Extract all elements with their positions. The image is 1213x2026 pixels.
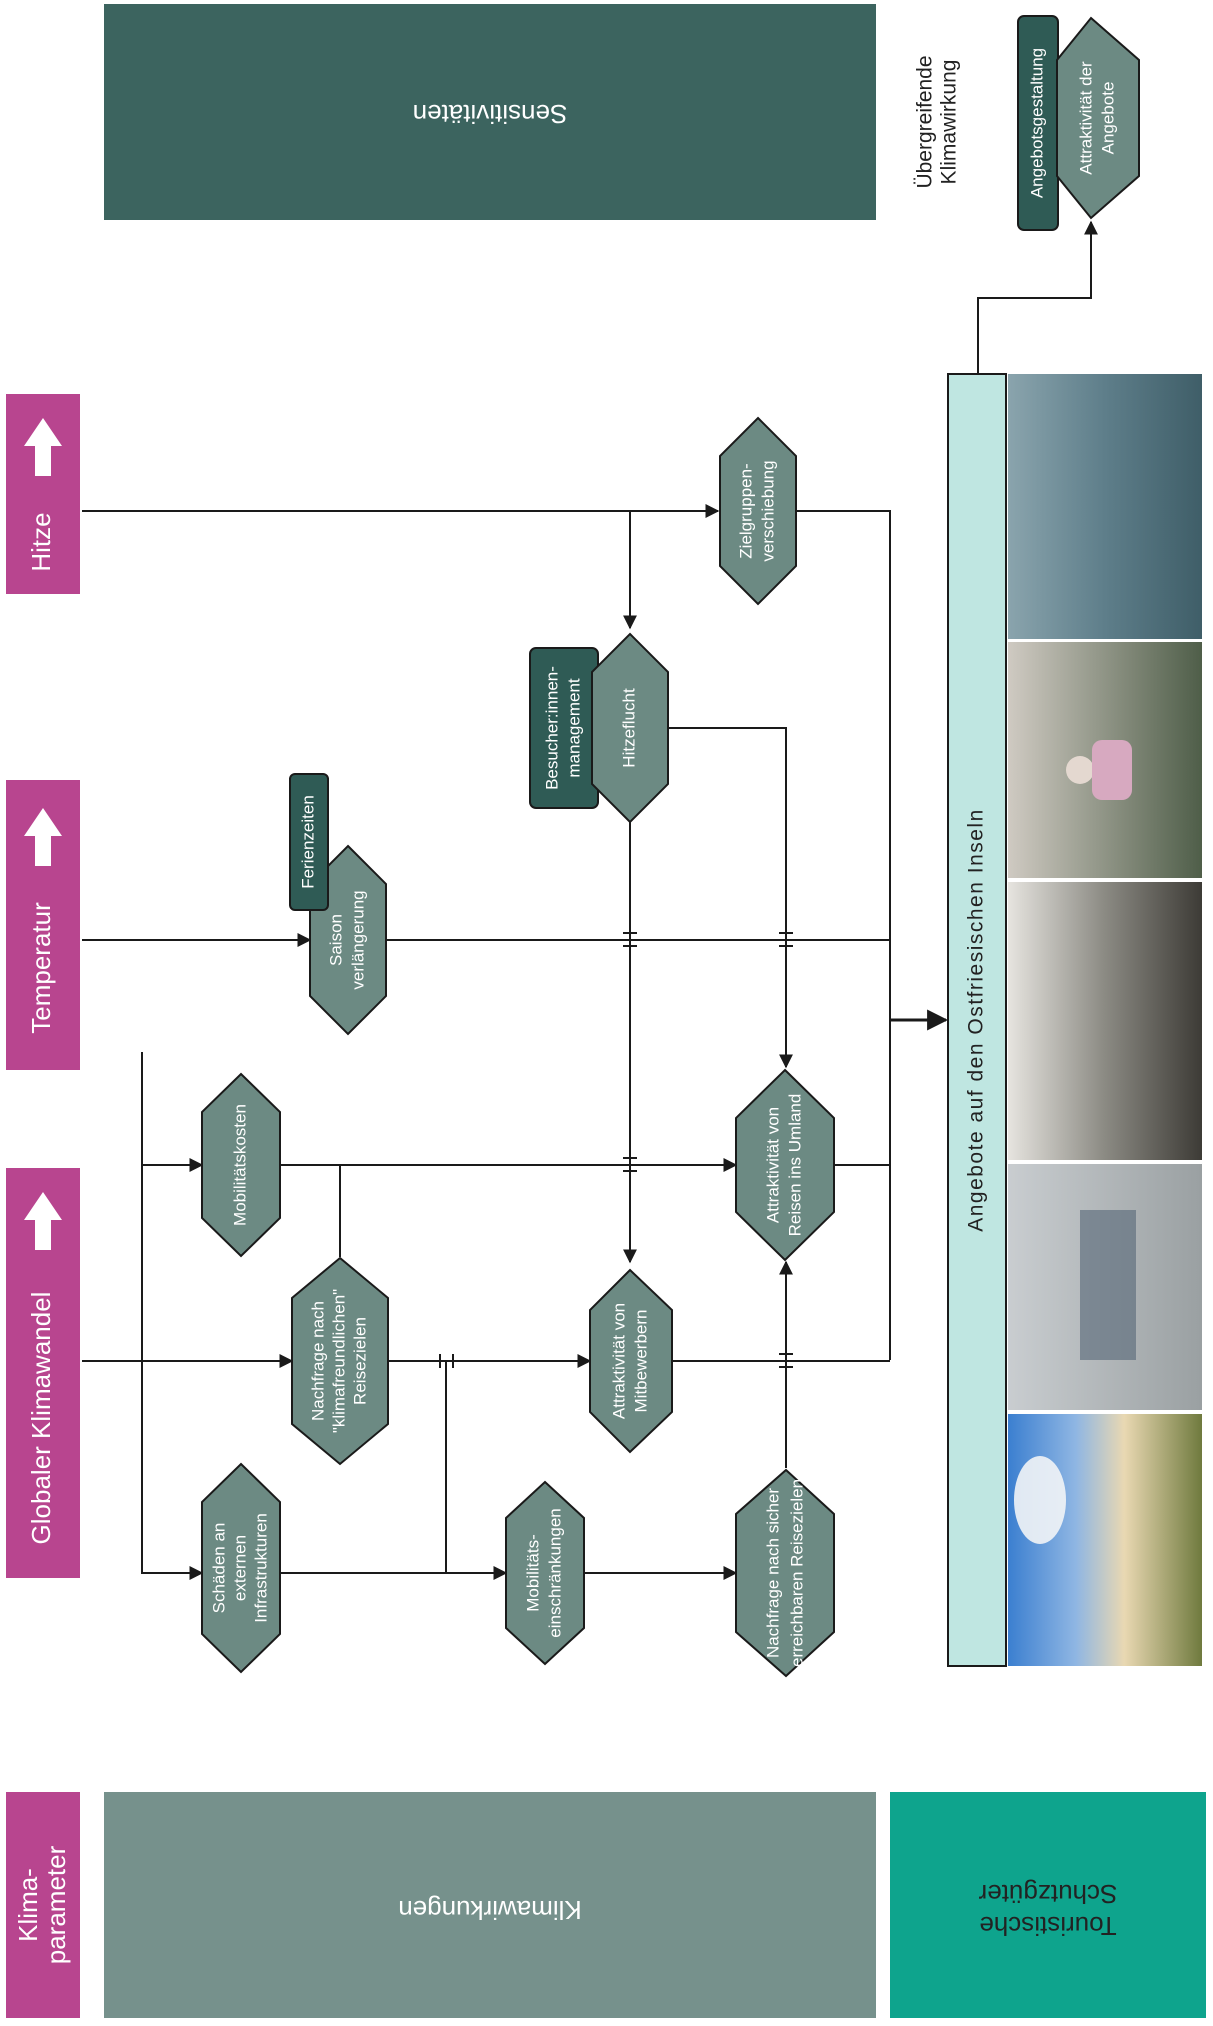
node-nachfrage-klima-line-1: Nachfrage nach <box>308 1301 327 1421</box>
node-hitzeflucht: Hitzeflucht <box>591 632 669 824</box>
node-saison-line-2: verlängerung <box>348 890 367 989</box>
node-besucher: Besucher:innen- management <box>529 647 599 809</box>
node-zielgruppen: Zielgruppen- verschiebung <box>719 416 797 606</box>
node-nachfrage-sicher-line-1: Nachfrage nach sicher <box>763 1488 782 1658</box>
node-ferienzeiten: Ferienzeiten <box>289 773 329 911</box>
climate-parameters-line-2: parameter <box>41 1845 71 1964</box>
node-schaeden-line-2: externen <box>230 1535 249 1601</box>
angebotsgestaltung-label: Angebotsgestaltung <box>1027 48 1046 198</box>
attraktivitaet-angebote-hex <box>1056 16 1140 220</box>
param-heat: Hitze <box>6 394 80 594</box>
overarching-label-line-1: Übergreifende <box>914 55 937 188</box>
node-nachfrage-klima-line-2: "klimafreundlichen" <box>329 1289 348 1433</box>
sensitivities-label: Sensitivitäten <box>413 99 568 129</box>
node-zielgruppen-line-2: verschiebung <box>758 460 777 561</box>
tourism-assets-line-1: Touristische <box>979 1911 1116 1941</box>
node-hitzeflucht-label: Hitzeflucht <box>619 688 638 768</box>
node-umland: Attraktivität von Reisen ins Umland <box>735 1068 835 1262</box>
photo-strip <box>1008 374 1202 1666</box>
node-mobilitaet-einschr: Mobilitäts- einschränkungen <box>505 1480 585 1666</box>
climate-parameters-line-1: Klima- <box>13 1868 43 1942</box>
sensitivities-band <box>104 4 876 220</box>
offers-bar <box>947 373 1007 1667</box>
tourism-assets-line-2: Schutzgüter <box>978 1879 1117 1909</box>
wadden-flats-photo <box>1008 882 1202 1160</box>
tourism-assets-band <box>890 1792 1206 2018</box>
overarching-label: Übergreifende Klimawirkung <box>914 55 961 188</box>
node-nachfrage-sicher-line-2: erreichbaren Reisezielen <box>787 1479 806 1667</box>
attraktivitaet-angebote-line-2: Angebote <box>1098 82 1117 155</box>
attraktivitaet-angebote-line-1: Attraktivität der <box>1076 61 1095 175</box>
node-zielgruppen-line-1: Zielgruppen- <box>736 463 755 558</box>
node-mobilitaet-einschr-line-1: Mobilitäts- <box>523 1534 542 1611</box>
node-umland-line-2: Reisen ins Umland <box>785 1094 804 1237</box>
up-arrow-icon <box>24 808 62 866</box>
node-besucher-line-2: management <box>564 678 583 778</box>
up-arrow-icon <box>24 1192 62 1250</box>
connector-lines <box>82 220 1098 1580</box>
node-mobilitaetskosten: Mobilitätskosten <box>201 1072 281 1258</box>
node-nachfrage-klima: Nachfrage nach "klimafreundlichen" Reise… <box>291 1256 389 1466</box>
node-mitbewerber: Attraktivität von Mitbewerbern <box>589 1268 673 1454</box>
node-schaeden-line-1: Schäden an <box>209 1523 228 1614</box>
node-mitbewerber-line-2: Mitbewerbern <box>631 1310 650 1413</box>
node-mobilitaetskosten-label: Mobilitätskosten <box>230 1104 249 1226</box>
climate-impacts-band <box>104 1792 876 2018</box>
node-besucher-line-1: Besucher:innen- <box>542 666 561 790</box>
node-schaeden-line-3: Infrastrukturen <box>251 1513 270 1623</box>
node-schaeden: Schäden an externen Infrastrukturen <box>201 1462 281 1674</box>
offers-bar-label: Angebote auf den Ostfriesischen Inseln <box>965 808 988 1232</box>
node-mobilitaet-einschr-line-2: einschränkungen <box>545 1508 564 1637</box>
node-umland-line-1: Attraktivität von <box>763 1107 782 1223</box>
overarching-label-line-2: Klimawirkung <box>938 60 961 185</box>
param-heat-label: Hitze <box>26 512 56 571</box>
node-saison-line-1: Saison <box>326 914 345 966</box>
node-nachfrage-sicher: Nachfrage nach sicher erreichbaren Reise… <box>735 1468 835 1678</box>
climate-impacts-label: Klimawirkungen <box>398 1895 582 1925</box>
param-temperature-label: Temperatur <box>26 902 56 1034</box>
node-mitbewerber-line-1: Attraktivität von <box>609 1303 628 1419</box>
param-global-label: Globaler Klimawandel <box>26 1292 56 1545</box>
param-global: Globaler Klimawandel <box>6 1168 80 1578</box>
node-ferienzeiten-label: Ferienzeiten <box>298 795 317 889</box>
node-nachfrage-klima-line-3: Reisezielen <box>350 1317 369 1405</box>
param-temperature: Temperatur <box>6 780 80 1070</box>
sea-horizon-photo <box>1008 374 1202 640</box>
up-arrow-icon <box>24 418 62 476</box>
climate-parameters-band <box>6 1792 80 2018</box>
